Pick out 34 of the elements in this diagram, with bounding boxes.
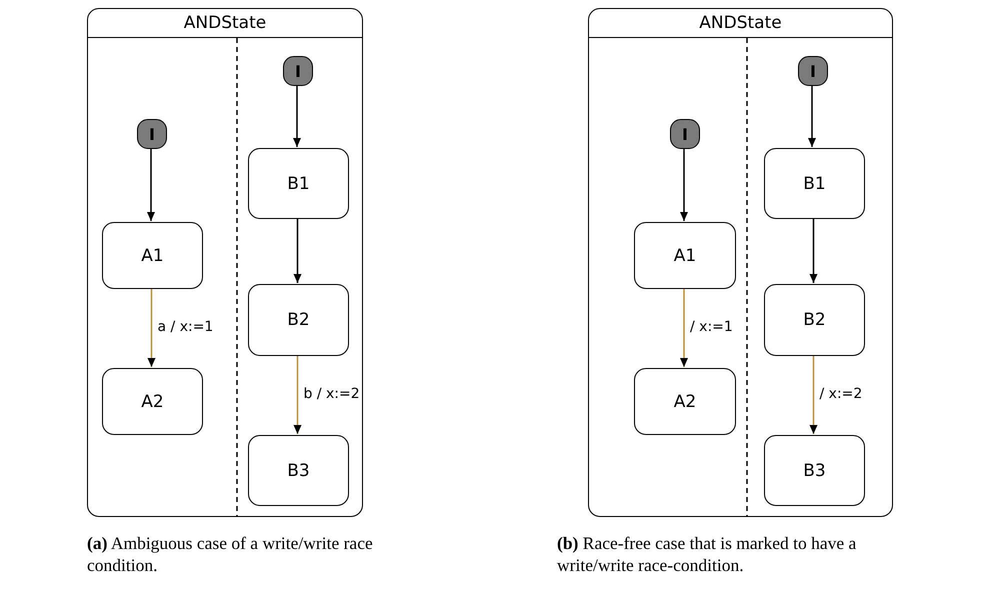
state-name: ANDState bbox=[699, 12, 782, 35]
initial-state: I bbox=[283, 56, 313, 86]
composite-state bbox=[588, 8, 893, 517]
transition-arrow bbox=[147, 148, 155, 221]
transition-arrow bbox=[148, 288, 156, 367]
initial-state: I bbox=[798, 56, 828, 86]
composite-state bbox=[87, 8, 363, 517]
initial-state: I bbox=[670, 119, 700, 149]
state-box: B1 bbox=[764, 148, 865, 219]
transition-label: / x:=1 bbox=[689, 318, 734, 334]
transition-label: b / x:=2 bbox=[302, 386, 361, 402]
transition-arrow bbox=[294, 218, 302, 283]
state-name: ANDState bbox=[184, 12, 266, 35]
transition-arrow bbox=[294, 355, 302, 434]
initial-state: I bbox=[137, 119, 167, 149]
figure-caption: (a) Ambiguous case of a write/write race condition. bbox=[87, 532, 374, 576]
state-box: B3 bbox=[764, 435, 865, 506]
transition-arrow bbox=[810, 355, 818, 434]
state-box: B3 bbox=[248, 435, 349, 506]
state-box: B2 bbox=[764, 284, 865, 356]
transition-arrow bbox=[810, 218, 818, 283]
transition-arrow bbox=[680, 288, 688, 367]
state-box: A1 bbox=[102, 222, 203, 289]
state-box: B2 bbox=[248, 284, 349, 356]
state-box: A1 bbox=[634, 222, 736, 289]
transition-arrow bbox=[293, 85, 301, 147]
state-box: A2 bbox=[102, 368, 203, 435]
state-box: B1 bbox=[248, 148, 349, 219]
state-box: A2 bbox=[634, 368, 736, 435]
transition-label: a / x:=1 bbox=[156, 318, 214, 334]
transition-arrow bbox=[680, 148, 688, 221]
transition-arrow bbox=[808, 85, 816, 147]
figure-caption: (b) Race-free case that is marked to have a write/write race-condition. bbox=[557, 532, 858, 576]
transition-label: / x:=2 bbox=[818, 386, 864, 402]
